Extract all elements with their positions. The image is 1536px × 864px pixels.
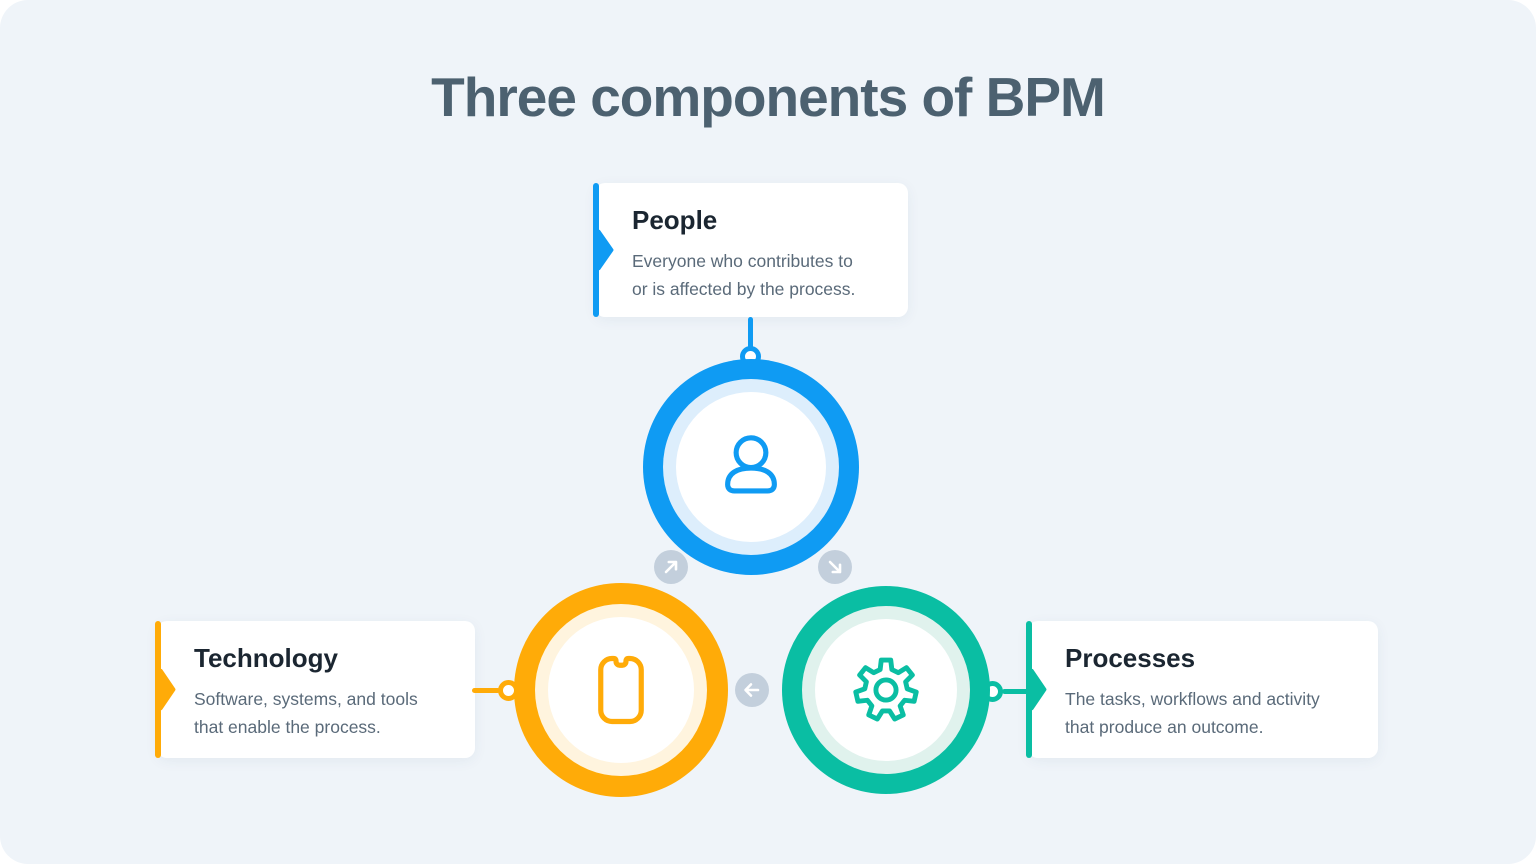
- people-circle-inner-ring: [663, 379, 839, 555]
- people-circle: [643, 359, 859, 575]
- people-connector-line: [748, 317, 753, 349]
- arrow-up-right-icon: [664, 560, 678, 574]
- processes-card-description: The tasks, workflows and activity that p…: [1065, 689, 1320, 737]
- arrow-down-right-icon: [828, 560, 842, 574]
- people-circle-core: [676, 392, 826, 542]
- technology-circle-inner-ring: [535, 604, 707, 776]
- flow-arrow-processes-to-technology: [735, 673, 769, 707]
- technology-circle: [514, 583, 728, 797]
- smartphone-icon: [598, 655, 644, 725]
- people-card-accent-arrow-icon: [593, 183, 614, 317]
- processes-circle-inner-ring: [802, 606, 970, 774]
- processes-card-title: Processes: [1065, 643, 1196, 673]
- technology-connector-line: [472, 688, 500, 693]
- technology-card-title: Technology: [194, 643, 338, 673]
- person-icon: [725, 435, 777, 494]
- technology-card-accent-arrow-icon: [155, 621, 176, 758]
- people-card-title: People: [632, 205, 718, 235]
- page-title: Three components of BPM: [431, 66, 1106, 128]
- technology-circle-core: [548, 617, 694, 763]
- processes-card: Processes The tasks, workflows and activ…: [1026, 621, 1378, 758]
- processes-circle-core: [815, 619, 957, 761]
- processes-circle: [782, 586, 990, 794]
- technology-card-description: Software, systems, and tools that enable…: [194, 689, 418, 737]
- people-card: People Everyone who contributes to or is…: [593, 183, 908, 317]
- gear-icon: [853, 657, 919, 722]
- flow-arrow-people-to-processes: [818, 550, 852, 584]
- flow-arrow-technology-to-people: [654, 550, 688, 584]
- people-card-description: Everyone who contributes to or is affect…: [632, 251, 856, 299]
- arrow-left-icon: [744, 683, 760, 697]
- processes-connector-line: [1002, 689, 1030, 694]
- technology-card: Technology Software, systems, and tools …: [155, 621, 475, 758]
